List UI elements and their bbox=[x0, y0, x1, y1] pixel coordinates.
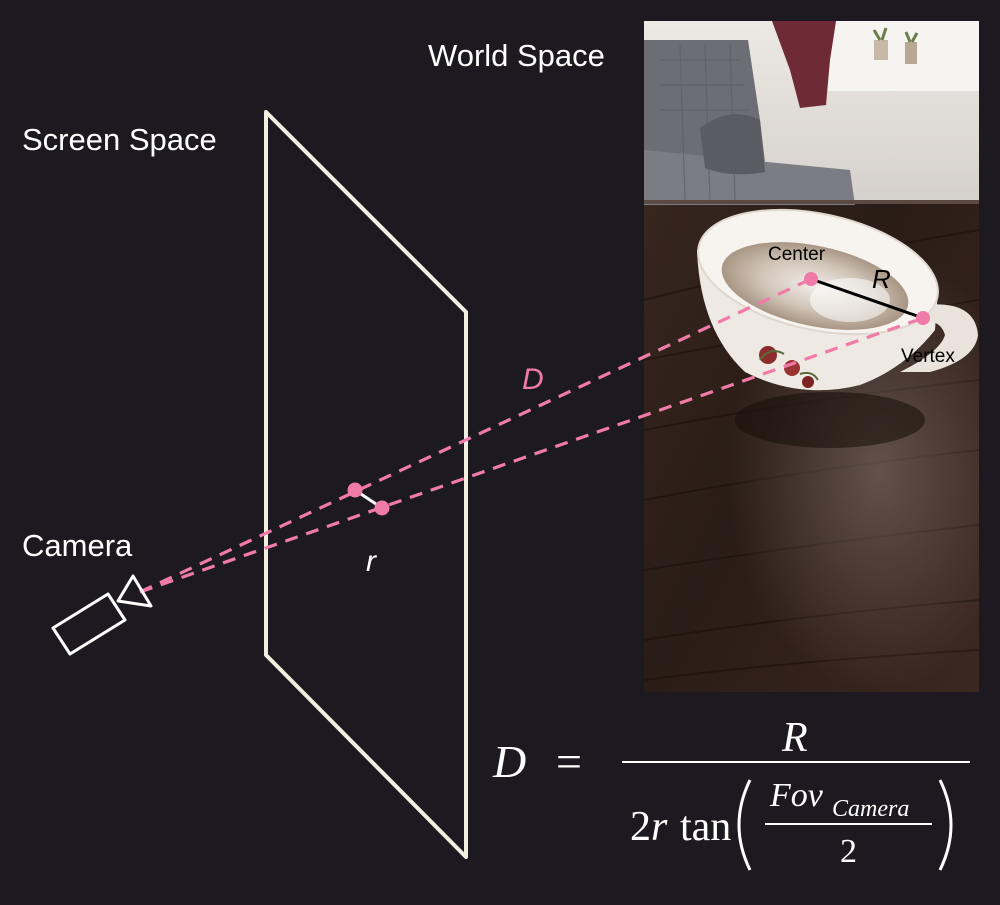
world-photo bbox=[644, 21, 979, 692]
projection-rays bbox=[139, 277, 924, 594]
photo-window bbox=[820, 21, 979, 91]
photo-plant-pot bbox=[874, 40, 888, 60]
formula-denom-var: r bbox=[651, 804, 668, 850]
center-point bbox=[804, 272, 818, 286]
ray-to-vertex bbox=[139, 316, 924, 594]
formula-right-paren bbox=[938, 779, 953, 871]
formula-left-paren bbox=[737, 779, 752, 871]
screen-vertex-point bbox=[374, 500, 390, 516]
camera-icon bbox=[51, 574, 153, 656]
formula-inner-num-base: Fov bbox=[769, 777, 824, 814]
distance-formula: D = R 2 r tan Fov Camera 2 bbox=[492, 715, 970, 871]
screen-plane bbox=[264, 110, 468, 859]
center-label: Center bbox=[768, 244, 826, 265]
formula-denom-fn: tan bbox=[680, 804, 731, 850]
screen-radius-label: r bbox=[366, 545, 377, 578]
screen-space-title: Screen Space bbox=[22, 122, 217, 157]
formula-equals: = bbox=[556, 736, 582, 787]
radius-line bbox=[810, 277, 924, 320]
vertex-point bbox=[916, 311, 930, 325]
photo-plant-pot bbox=[905, 42, 917, 64]
screen-center-point bbox=[347, 482, 363, 498]
world-radius-label: R bbox=[872, 264, 891, 294]
formula-inner-den: 2 bbox=[840, 833, 857, 870]
vertex-label: Vertex bbox=[901, 346, 955, 367]
photo-curtain bbox=[772, 21, 836, 108]
world-space-title: World Space bbox=[428, 38, 605, 73]
ray-to-center bbox=[139, 277, 812, 594]
camera-title: Camera bbox=[22, 528, 133, 563]
formula-inner-num-sub: Camera bbox=[832, 796, 909, 822]
photo-cup-handle bbox=[900, 304, 978, 372]
distance-label: D bbox=[522, 363, 544, 396]
formula-numerator: R bbox=[781, 715, 808, 761]
formula-lhs: D bbox=[492, 736, 526, 787]
formula-denom-coeff: 2 bbox=[630, 804, 651, 850]
